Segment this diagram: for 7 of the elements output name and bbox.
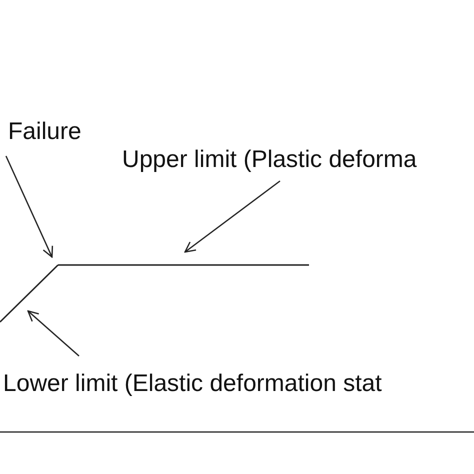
curve-segment [0, 264, 59, 323]
callout-label: Failure [8, 118, 82, 146]
leader-arrow [5, 156, 54, 258]
callout-label: Lower limit (Elastic deformation stat [3, 370, 382, 398]
callout-label: Upper limit (Plastic deforma [122, 146, 417, 174]
leader-arrow [184, 180, 280, 253]
leader-arrow [27, 310, 80, 356]
